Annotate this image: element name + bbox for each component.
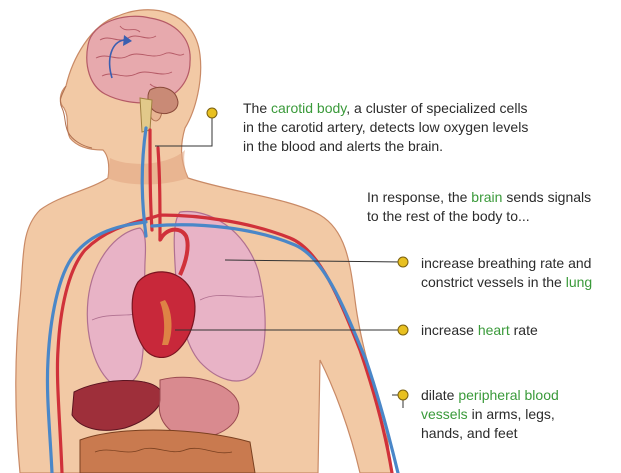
lung-callout: increase breathing rate and constrict ve… [421, 254, 592, 292]
peripheral-term: peripheral blood [458, 387, 558, 403]
callout-dot-carotid [207, 108, 217, 118]
carotid-term: carotid body [271, 100, 346, 116]
peripheral-callout: dilate peripheral blood vessels in arms,… [421, 386, 559, 443]
intestines [80, 430, 255, 473]
heart-term: heart [478, 322, 510, 338]
callout-dot-peripheral [398, 390, 408, 400]
heart-callout: increase heart rate [421, 321, 538, 340]
carotid-callout: The carotid body, a cluster of specializ… [243, 99, 528, 156]
lung-term: lung [566, 274, 592, 290]
brain-term: brain [471, 189, 502, 205]
brain-illustration [87, 16, 190, 103]
vessels-term: vessels [421, 406, 468, 422]
response-callout: In response, the brain sends signals to … [367, 188, 591, 226]
callout-dot-lung [398, 257, 408, 267]
callout-dot-heart [398, 325, 408, 335]
